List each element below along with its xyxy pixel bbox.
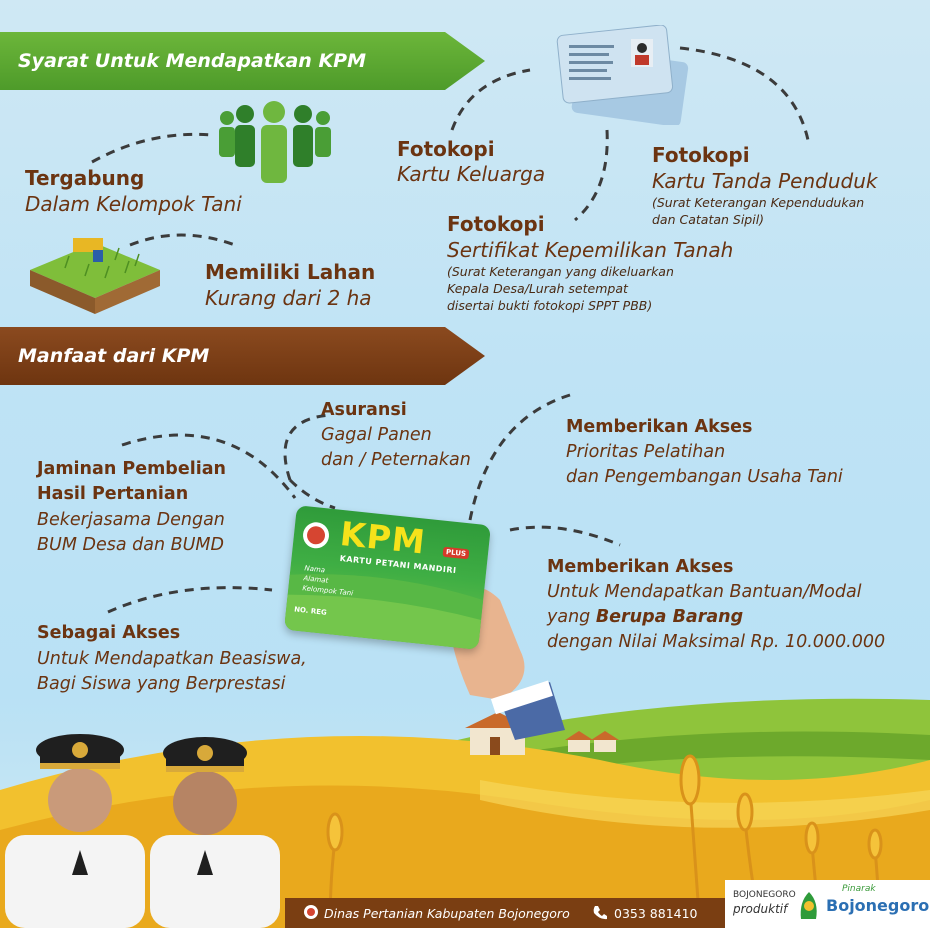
phone-icon: [593, 906, 607, 920]
benefit-bantuan-title: Memberikan Akses: [547, 557, 734, 577]
agency-emblem-icon: [304, 905, 318, 919]
benefit-bantuan-line-3: dengan Nilai Maksimal Rp. 10.000.000: [547, 632, 886, 652]
benefit-beasiswa-title: Sebagai Akses: [37, 623, 181, 643]
benefit-jaminan-line-2: BUM Desa dan BUMD: [37, 535, 224, 555]
logo-panel: [725, 880, 930, 928]
benefit-bantuan-line-2-bold: Berupa Barang: [595, 607, 744, 627]
green-hill-shade: [430, 731, 930, 790]
field-highlight: [480, 780, 930, 828]
card-field-pattern: [284, 522, 484, 650]
req-sertifikat-note-3: disertai bukti fotokopi SPPT PBB): [447, 298, 653, 313]
req-sertifikat-subtitle: Sertifikat Kepemilikan Tanah: [447, 238, 734, 262]
dashed-connectors: [91, 46, 810, 614]
benefit-pelatihan-line-2: dan Pengembangan Usaha Tani: [566, 467, 843, 487]
house-icon: [565, 731, 619, 752]
benefit-jaminan-title-2: Hasil Pertanian: [37, 484, 189, 504]
benefits-title: Manfaat dari KPM: [18, 345, 210, 367]
footer-bar: [285, 898, 725, 928]
req-ktp-subtitle: Kartu Tanda Penduduk: [652, 169, 878, 193]
footer-phone: 0353 881410: [614, 906, 698, 921]
req-ktp-note-1: (Surat Keterangan Kependudukan: [652, 195, 865, 210]
produktif-logo-icon: [800, 892, 817, 919]
benefit-bantuan-line-1: Untuk Mendapatkan Bantuan/Modal: [547, 582, 862, 602]
benefit-jaminan-title-1: Jaminan Pembelian: [37, 459, 226, 479]
requirements-title: Syarat Untuk Mendapatkan KPM: [18, 50, 366, 72]
benefit-asuransi-line-1: Gagal Panen: [321, 425, 432, 445]
req-kk-title: Fotokopi: [397, 137, 495, 161]
id-card-icon: [556, 25, 689, 125]
req-sertifikat-note-2: Kepala Desa/Lurah setempat: [447, 281, 628, 296]
benefits-banner: Manfaat dari KPM: [0, 327, 485, 385]
logo-bojonegoro-bottom: produktif: [733, 902, 788, 916]
footer-agency: Dinas Pertanian Kabupaten Bojonegoro: [324, 906, 570, 921]
officials-illustration: [5, 734, 280, 928]
requirements-banner: Syarat Untuk Mendapatkan KPM: [0, 32, 485, 90]
benefit-asuransi-line-2: dan / Peternakan: [321, 450, 471, 470]
benefit-bantuan-line-2: yang Berupa Barang: [547, 605, 743, 630]
kpm-card: KPM PLUS KARTU PETANI MANDIRI Nama Alama…: [284, 505, 491, 650]
farmer-group-icon: [219, 101, 331, 183]
req-sertifikat-title: Fotokopi: [447, 212, 545, 236]
req-ktp-title: Fotokopi: [652, 143, 750, 167]
benefit-pelatihan-line-1: Prioritas Pelatihan: [566, 442, 726, 462]
benefit-pelatihan-title: Memberikan Akses: [566, 417, 753, 437]
benefit-bantuan-line-2-pre: yang: [547, 607, 596, 627]
req-ktp-note-2: dan Catatan Sipil): [652, 212, 765, 227]
land-plot-icon: [30, 238, 160, 314]
req-lahan-subtitle: Kurang dari 2 ha: [205, 286, 372, 310]
benefit-beasiswa-line-2: Bagi Siswa yang Berprestasi: [37, 674, 286, 694]
logo-pinarak-top: Pinarak: [842, 884, 876, 894]
req-kk-subtitle: Kartu Keluarga: [397, 162, 546, 186]
benefit-beasiswa-line-1: Untuk Mendapatkan Beasiswa,: [37, 649, 307, 669]
logo-bojonegoro-top: BOJONEGORO: [733, 890, 796, 900]
req-sertifikat-note-1: (Surat Keterangan yang dikeluarkan: [447, 264, 674, 279]
benefit-asuransi-title: Asuransi: [321, 400, 407, 420]
benefit-jaminan-line-1: Bekerjasama Dengan: [37, 510, 225, 530]
req-kelompok-title: Tergabung: [25, 166, 145, 190]
logo-pinarak-bottom: Bojonegoro: [826, 896, 930, 915]
req-kelompok-subtitle: Dalam Kelompok Tani: [25, 192, 242, 216]
req-lahan-title: Memiliki Lahan: [205, 260, 376, 284]
